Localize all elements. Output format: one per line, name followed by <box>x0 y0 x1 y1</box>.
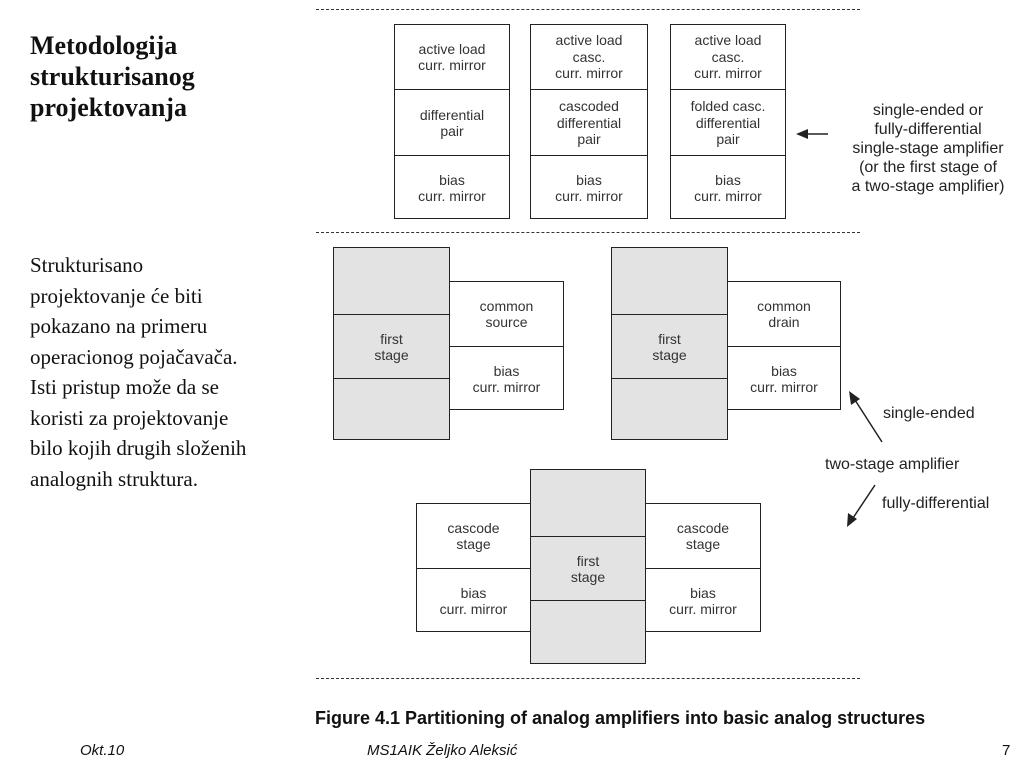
footer-author: MS1AIK Željko Aleksić <box>367 742 518 759</box>
body-paragraph: Strukturisano projektovanje će biti poka… <box>30 250 305 494</box>
fully-differential-label: fully-differential <box>882 495 990 512</box>
single-stage-label: single-ended or fully-differential singl… <box>851 102 1005 195</box>
body-line: Strukturisano <box>30 253 144 277</box>
dashed-separator <box>316 678 860 679</box>
body-line: operacionog pojačavača. <box>30 344 238 369</box>
arrow-icon <box>849 391 883 443</box>
title-line: strukturisanog <box>30 62 195 91</box>
single-ended-label: single-ended <box>883 405 975 422</box>
body-line: Isti pristup može da se <box>30 375 219 399</box>
stage-divider <box>531 600 645 601</box>
dashed-separator <box>316 232 860 233</box>
dashed-separator <box>316 9 860 10</box>
figure-caption: Figure 4.1 Partitioning of analog amplif… <box>315 708 926 728</box>
arrow-icon <box>796 129 828 139</box>
stage-divider <box>334 378 449 379</box>
body-line: pokazano na primeru <box>30 314 208 338</box>
slide-title: Metodologija strukturisanog projektovanj… <box>30 30 300 123</box>
footer-date: Okt.10 <box>80 742 125 759</box>
body-line: analognih struktura. <box>30 466 198 491</box>
arrow-icon <box>847 484 876 527</box>
title-line: Metodologija <box>30 31 178 60</box>
page-number: 7 <box>1002 742 1011 759</box>
body-line: projektovanje će biti <box>30 283 203 308</box>
title-line: projektovanja <box>30 93 187 122</box>
stage-divider <box>612 378 727 379</box>
body-line: koristi za projektovanje <box>30 405 229 430</box>
body-line: bilo kojih drugih složenih <box>30 436 247 460</box>
two-stage-amplifier-label: two-stage amplifier <box>825 456 960 473</box>
